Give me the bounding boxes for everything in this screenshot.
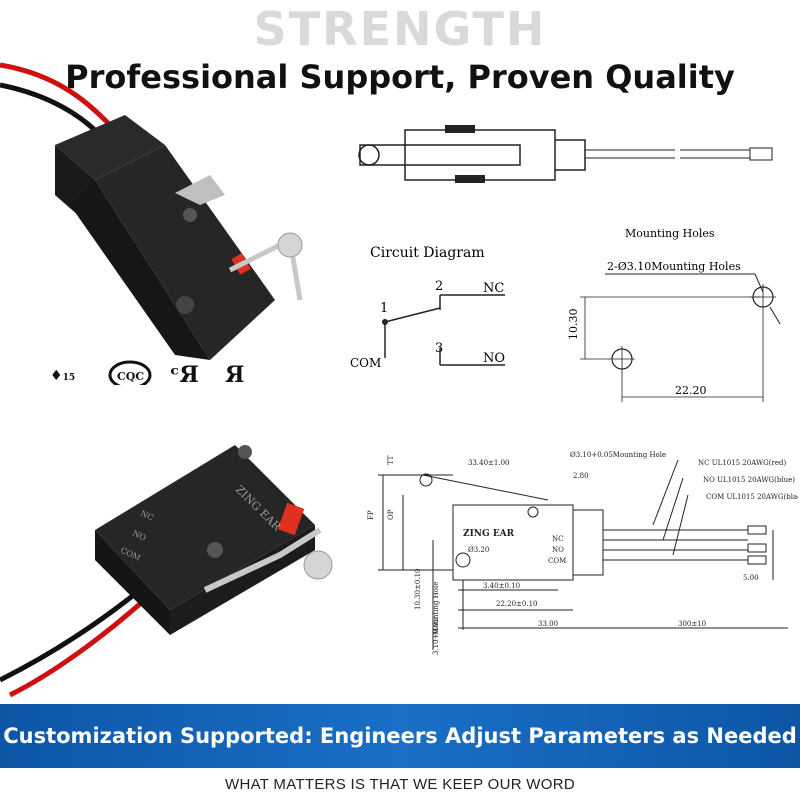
- watermark-strength: STRENGTH: [253, 2, 547, 56]
- label-com: COM: [350, 356, 381, 370]
- hole-callout: Ø3.10+0.05Mounting Hole: [570, 451, 666, 459]
- mount-vert: Mounting Hole: [432, 582, 440, 635]
- red-wire-2: [8, 593, 152, 698]
- nc-wire: NC UL1015 20AWG(red): [698, 459, 786, 467]
- no-pin: NO: [552, 546, 564, 554]
- circuit-diagram: Circuit Diagram 1 2 3 NC NO COM: [350, 245, 505, 370]
- mounting-title: Mounting Holes: [625, 227, 715, 240]
- nc-pin: NC: [552, 535, 563, 543]
- mount-vert2: 3.10+0.05: [432, 618, 440, 655]
- dim-fp: FP: [367, 510, 375, 520]
- pin-2: 2: [435, 279, 443, 294]
- no-wire: NO UL1015 20AWG(blue): [703, 476, 795, 484]
- dim-top: 33.40±1.00: [468, 459, 510, 467]
- switch-body: [55, 115, 303, 360]
- hole-d: Ø3.20: [468, 546, 489, 554]
- dim-3300: 33.00: [538, 620, 558, 628]
- circuit-title: Circuit Diagram: [370, 245, 485, 261]
- technical-drawing: 33.40±1.00 Ø3.10+0.05Mounting Hole 2.80 …: [367, 451, 798, 655]
- footer-slogan: WHAT MATTERS IS THAT WE KEEP OUR WORD: [224, 776, 575, 793]
- top-product-photo: ♦15 CQC ᶜЯ Я: [0, 62, 303, 385]
- dim-300: 300±10: [678, 620, 706, 628]
- dim-2220: 22.20±0.10: [496, 600, 538, 608]
- dim-340: 3.40±0.10: [483, 582, 520, 590]
- dim-op: OP: [387, 509, 395, 520]
- banner-text: Customization Supported: Engineers Adjus…: [3, 724, 797, 748]
- dim-1030: 10.30±0.10: [414, 569, 422, 611]
- dim-horizontal: 22.20: [675, 384, 707, 397]
- dim-tt: TT: [387, 455, 395, 465]
- com-wire: COM UL1015 20AWG(black): [706, 493, 798, 501]
- black-wire: [0, 82, 102, 137]
- headline: Professional Support, Proven Quality: [65, 58, 735, 96]
- red-wire: [0, 62, 112, 127]
- certification-marks: ♦15 CQC ᶜЯ Я: [50, 360, 244, 385]
- cert-ul: Я: [225, 362, 244, 385]
- bottom-product-photo: ZING EAR NC NO COM: [0, 445, 333, 698]
- drawing-brand: ZING EAR: [463, 529, 515, 539]
- pin-3: 3: [435, 341, 443, 356]
- mounting-holes-diagram: Mounting Holes 2-Ø3.10Mounting Holes 10.…: [567, 227, 781, 402]
- pin-1: 1: [380, 301, 388, 316]
- black-wire-2: [0, 588, 142, 683]
- customization-banner: Customization Supported: Engineers Adjus…: [0, 704, 800, 768]
- side-view-drawing: [358, 125, 773, 183]
- label-nc: NC: [483, 281, 504, 296]
- hole-spec: 2-Ø3.10Mounting Holes: [607, 260, 741, 273]
- label-no: NO: [483, 351, 505, 366]
- dim-280: 2.80: [573, 472, 589, 480]
- cert-cqc: CQC: [117, 370, 144, 383]
- dim-500: 5.00: [743, 574, 759, 582]
- com-pin: COM: [548, 557, 566, 565]
- dim-vertical: 10.30: [567, 309, 580, 341]
- cert-ul-c: ᶜЯ: [170, 362, 199, 385]
- cert-ccc-15: ♦15: [50, 368, 75, 384]
